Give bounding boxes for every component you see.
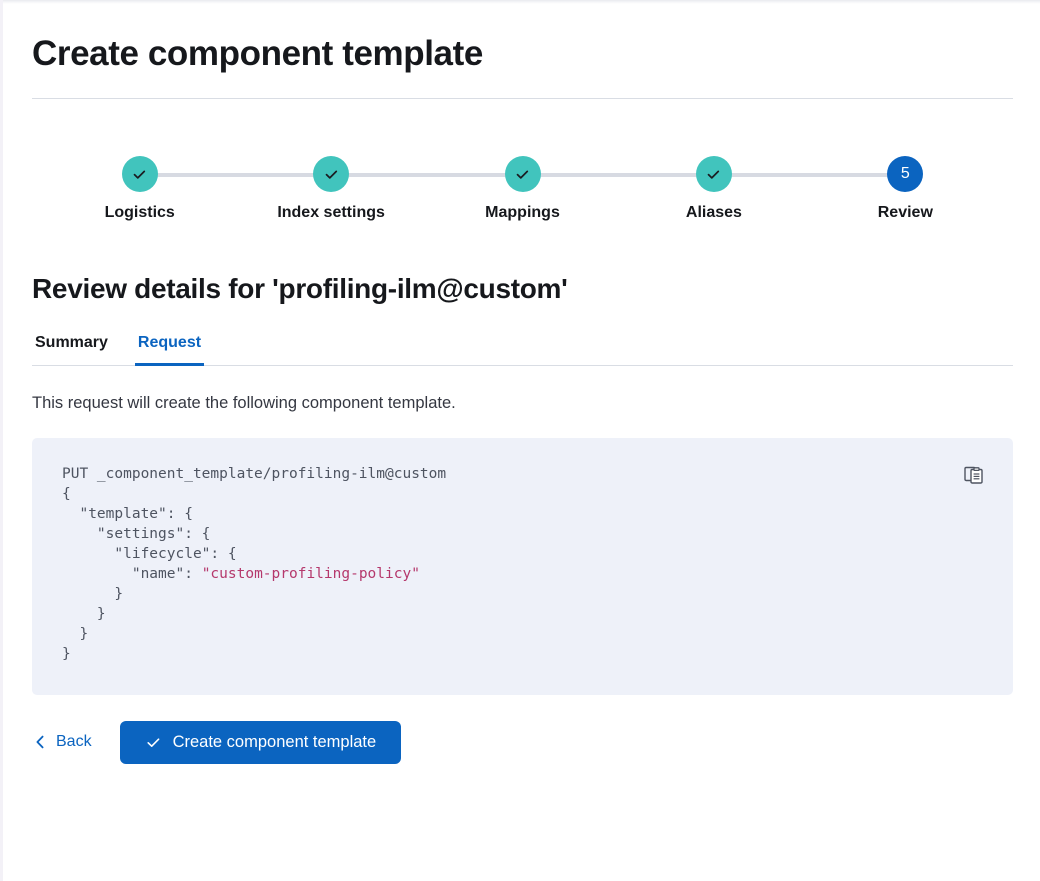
code-line: } xyxy=(62,585,124,602)
review-heading: Review details for 'profiling-ilm@custom… xyxy=(32,273,568,305)
stepper-circle-complete xyxy=(695,156,732,193)
code-line: } xyxy=(62,605,106,622)
stepper-label: Logistics xyxy=(104,204,175,222)
code-line: "template": { xyxy=(62,505,193,522)
check-icon xyxy=(133,170,146,179)
check-icon xyxy=(325,170,337,179)
review-tabs: Summary Request xyxy=(32,334,1013,366)
request-description: This request will create the following c… xyxy=(32,393,456,412)
stepper-step-number: 5 xyxy=(900,165,910,183)
stepper-label: Index settings xyxy=(277,204,385,222)
stepper-step-review[interactable]: 5 Review xyxy=(810,156,1001,222)
back-button[interactable]: Back xyxy=(32,727,94,757)
wizard-stepper: Logistics Index settings Mappings xyxy=(32,156,1013,222)
title-divider xyxy=(32,98,1013,100)
stepper-circle-complete xyxy=(504,156,541,193)
chevron-left-icon xyxy=(34,734,47,750)
request-code: PUT _component_template/profiling-ilm@cu… xyxy=(62,464,983,664)
window-top-edge xyxy=(0,0,1040,4)
back-button-label: Back xyxy=(56,733,92,751)
code-string-value: "custom-profiling-policy" xyxy=(201,565,420,582)
stepper-circle-current: 5 xyxy=(887,156,924,193)
stepper-label: Review xyxy=(877,204,933,222)
stepper-connector xyxy=(522,173,714,178)
stepper-step-mappings[interactable]: Mappings xyxy=(427,156,714,222)
code-line: "lifecycle": { xyxy=(62,545,237,562)
code-line: { xyxy=(62,485,71,502)
stepper-circle-complete xyxy=(313,156,350,193)
stepper-connector xyxy=(713,173,906,178)
wizard-actions: Back Create component template xyxy=(32,720,1013,764)
create-component-template-label: Create component template xyxy=(172,733,377,752)
code-line: "name": xyxy=(62,565,202,582)
page-container: Create component template Logistics Inde… xyxy=(3,0,1040,881)
stepper-circle-complete xyxy=(121,156,158,193)
stepper-connector xyxy=(331,173,523,178)
tab-request[interactable]: Request xyxy=(134,334,205,366)
code-line: } xyxy=(62,645,71,662)
check-icon xyxy=(145,734,162,751)
create-component-template-button[interactable]: Create component template xyxy=(119,720,402,764)
window-left-edge xyxy=(0,0,3,881)
code-line: "settings": { xyxy=(62,525,211,542)
stepper-step-index-settings[interactable]: Index settings xyxy=(235,156,523,222)
check-icon xyxy=(708,170,720,179)
tab-summary[interactable]: Summary xyxy=(32,334,111,366)
request-code-panel: PUT _component_template/profiling-ilm@cu… xyxy=(32,437,1013,695)
code-line: } xyxy=(62,625,89,642)
stepper-label: Mappings xyxy=(485,204,560,222)
check-icon xyxy=(516,170,529,179)
stepper-step-logistics[interactable]: Logistics xyxy=(44,156,332,222)
stepper-connector xyxy=(139,173,332,178)
code-method-line: PUT _component_template/profiling-ilm@cu… xyxy=(62,465,447,482)
stepper-label: Aliases xyxy=(685,204,742,222)
stepper-step-aliases[interactable]: Aliases xyxy=(618,156,906,222)
copy-clipboard-icon-glyph xyxy=(964,466,983,484)
copy-clipboard-icon[interactable] xyxy=(961,462,987,488)
page-title: Create component template xyxy=(32,34,483,73)
